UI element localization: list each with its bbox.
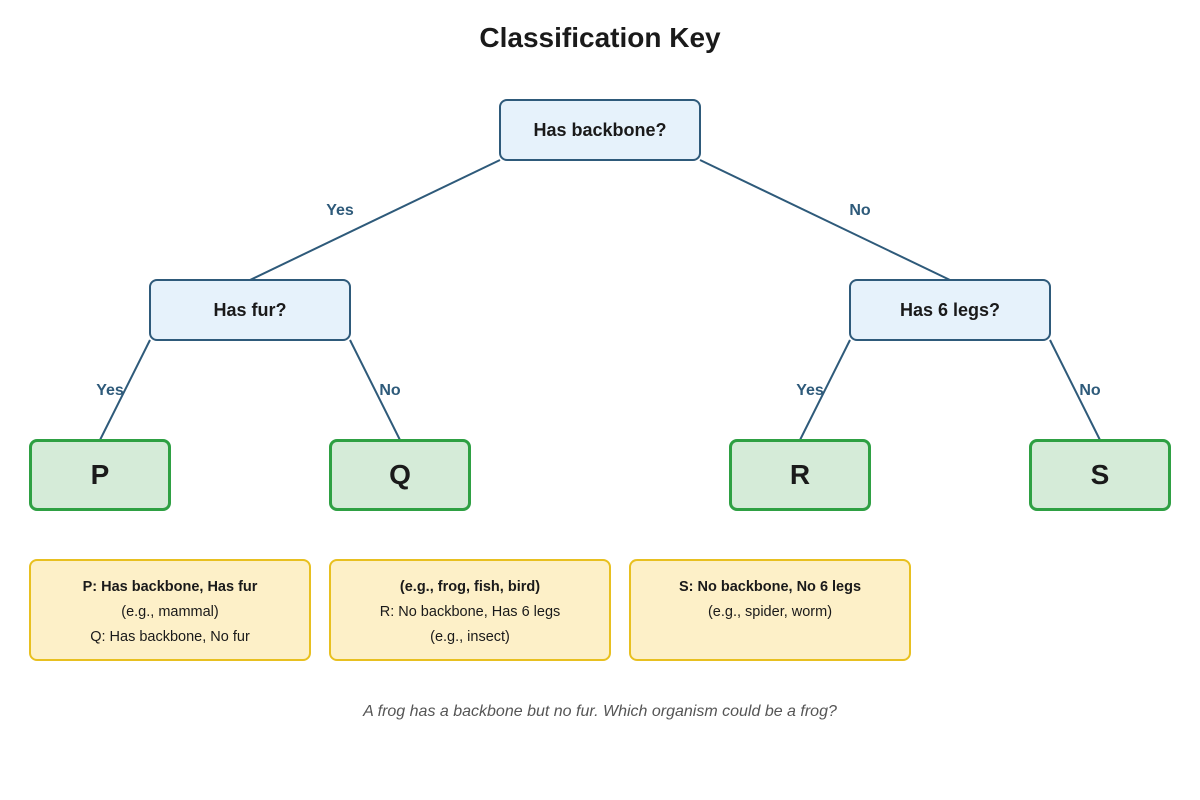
edge-label-root-no: No xyxy=(849,202,871,219)
leaf-q: Q xyxy=(329,439,471,511)
leaf-p: P xyxy=(29,439,171,511)
note-line: (e.g., spider, worm) xyxy=(707,604,833,620)
note-line: (e.g., mammal) xyxy=(121,604,219,620)
node-has-fur: Has fur? xyxy=(149,279,351,341)
note-box-1: P: Has backbone, Has fur (e.g., mammal) … xyxy=(29,559,311,661)
note-line: (e.g., frog, fish, bird) xyxy=(399,579,541,595)
note-line: S: No backbone, No 6 legs xyxy=(678,579,862,595)
edge-label-fur-yes: Yes xyxy=(96,382,124,399)
node-has-6-legs: Has 6 legs? xyxy=(849,279,1051,341)
edge-root-yes xyxy=(249,159,501,281)
edge-fur-no xyxy=(349,339,401,441)
node-has-backbone: Has backbone? xyxy=(499,99,701,161)
note-line: Q: Has backbone, No fur xyxy=(90,629,250,645)
edge-legs-no xyxy=(1049,339,1101,441)
note-line: R: No backbone, Has 6 legs xyxy=(379,604,561,620)
note-box-2: (e.g., frog, fish, bird) R: No backbone,… xyxy=(329,559,611,661)
edge-root-no xyxy=(699,159,951,281)
leaf-r: R xyxy=(729,439,871,511)
note-line: P: Has backbone, Has fur xyxy=(82,579,258,595)
edge-legs-yes xyxy=(799,339,851,441)
note-box-3: S: No backbone, No 6 legs (e.g., spider,… xyxy=(629,559,911,661)
question-text: A frog has a backbone but no fur. Which … xyxy=(363,703,837,720)
edge-label-root-yes: Yes xyxy=(326,202,354,219)
edge-label-fur-no: No xyxy=(379,382,401,399)
note-line: (e.g., insect) xyxy=(430,629,510,645)
diagram-title: Classification Key xyxy=(479,22,721,53)
edge-label-legs-yes: Yes xyxy=(796,382,824,399)
leaf-s: S xyxy=(1029,439,1171,511)
edge-label-legs-no: No xyxy=(1079,382,1101,399)
edge-fur-yes xyxy=(99,339,151,441)
